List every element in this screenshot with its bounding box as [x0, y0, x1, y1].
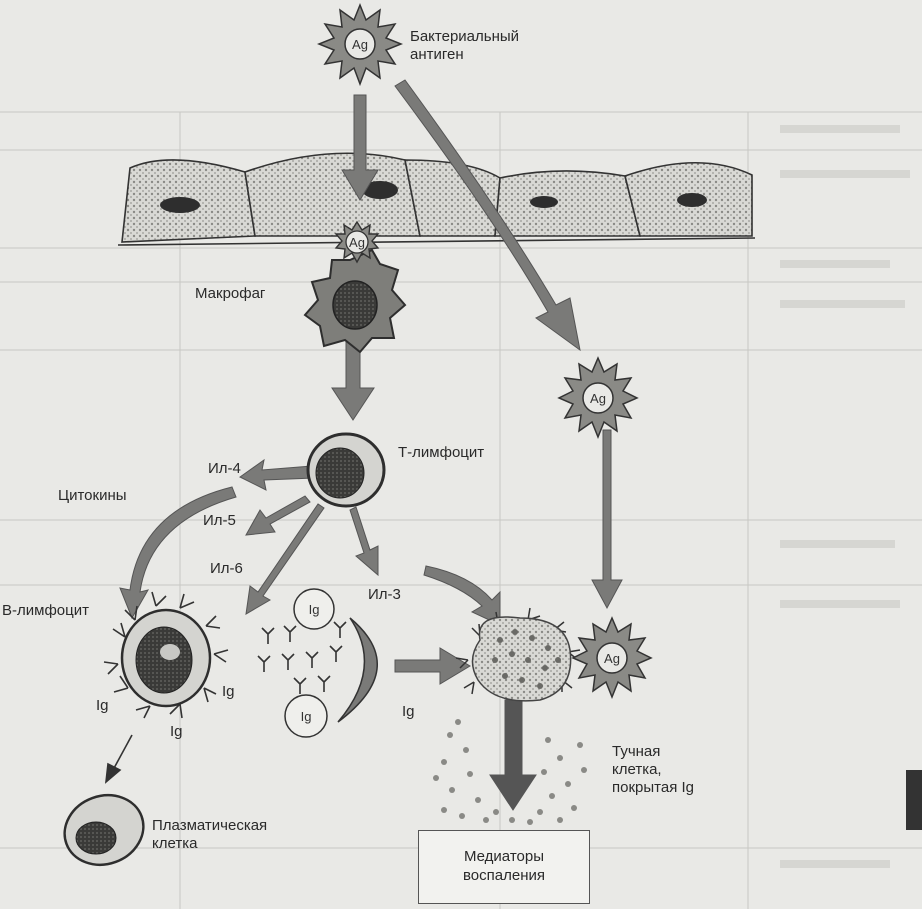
macrophage-cell: Ag [303, 220, 407, 354]
antigen-right-icon: Ag [557, 356, 639, 440]
ag-label: Ag [604, 651, 620, 666]
antigen-mast-icon: Ag [571, 616, 653, 700]
arrows [119, 79, 623, 811]
cytokines-label: Цитокины [58, 487, 127, 504]
antibodies-free [257, 621, 347, 694]
mast-cell-label: Тучная клетка, покрытая Ig [612, 743, 694, 796]
t-lymphocyte-label: Т-лимфоцит [398, 444, 485, 461]
ag-label: Ag [349, 235, 365, 250]
b-to-plasma-arrow [104, 734, 133, 784]
ig-circle-top: Ig [293, 588, 335, 630]
ig-circle-bottom: Ig [284, 694, 328, 738]
il4-label: Ил-4 [208, 460, 241, 477]
b-lymphocyte-cell [103, 591, 229, 719]
il5-label: Ил-5 [203, 512, 236, 529]
bacterial-antigen-label: Бактериальный антиген [410, 28, 520, 63]
b-lymphocyte-label: В-лимфоцит [2, 602, 89, 619]
ig-label-b-left: Ig [96, 697, 109, 714]
inflammation-mediators-box: Медиаторы воспаления [418, 830, 590, 904]
ig-label-b-right: Ig [222, 683, 235, 700]
macrophage-label: Макрофаг [195, 285, 266, 302]
ag-label: Ag [352, 37, 368, 52]
ig-label-stream: Ig [402, 703, 415, 720]
il6-label: Ил-6 [210, 560, 243, 577]
mediator-granules [433, 719, 587, 825]
ig-label: Ig [301, 709, 312, 724]
bacterial-antigen-icon: Ag [316, 2, 404, 87]
epithelium [117, 152, 756, 246]
antibody-crescent [337, 617, 379, 723]
plasma-cell [63, 793, 145, 867]
il3-label: Ил-3 [368, 586, 401, 603]
plasma-cell-label: Плазматическая клетка [152, 817, 268, 852]
mast-cell [455, 607, 581, 702]
t-lymphocyte-cell [306, 432, 386, 508]
ig-label-b-bottom: Ig [170, 723, 183, 740]
ag-label: Ag [590, 391, 606, 406]
ig-label: Ig [309, 602, 320, 617]
